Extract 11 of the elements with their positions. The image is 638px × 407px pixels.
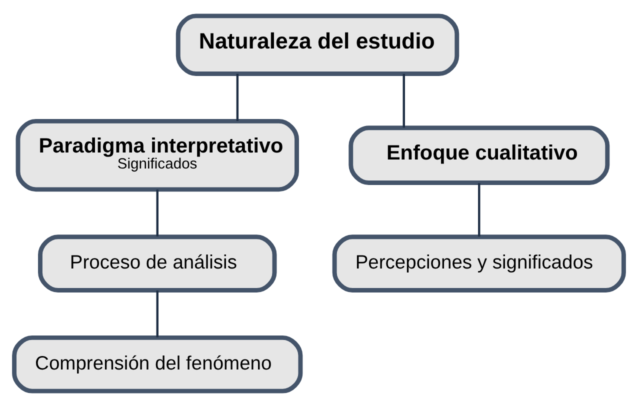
node-box: Comprensión del fenómeno xyxy=(12,335,303,394)
node-box: Enfoque cualitativo xyxy=(348,126,610,185)
node-box: Naturaleza del estudio xyxy=(176,14,460,76)
node-box: Percepciones y significados xyxy=(332,234,626,292)
connector xyxy=(478,183,480,237)
node-box: Proceso de análisis xyxy=(38,234,277,292)
node-box: Paradigma interpretativo Significados xyxy=(16,118,299,192)
connector xyxy=(156,290,158,338)
connector xyxy=(156,190,158,236)
connector xyxy=(402,74,405,128)
connector xyxy=(236,74,239,121)
